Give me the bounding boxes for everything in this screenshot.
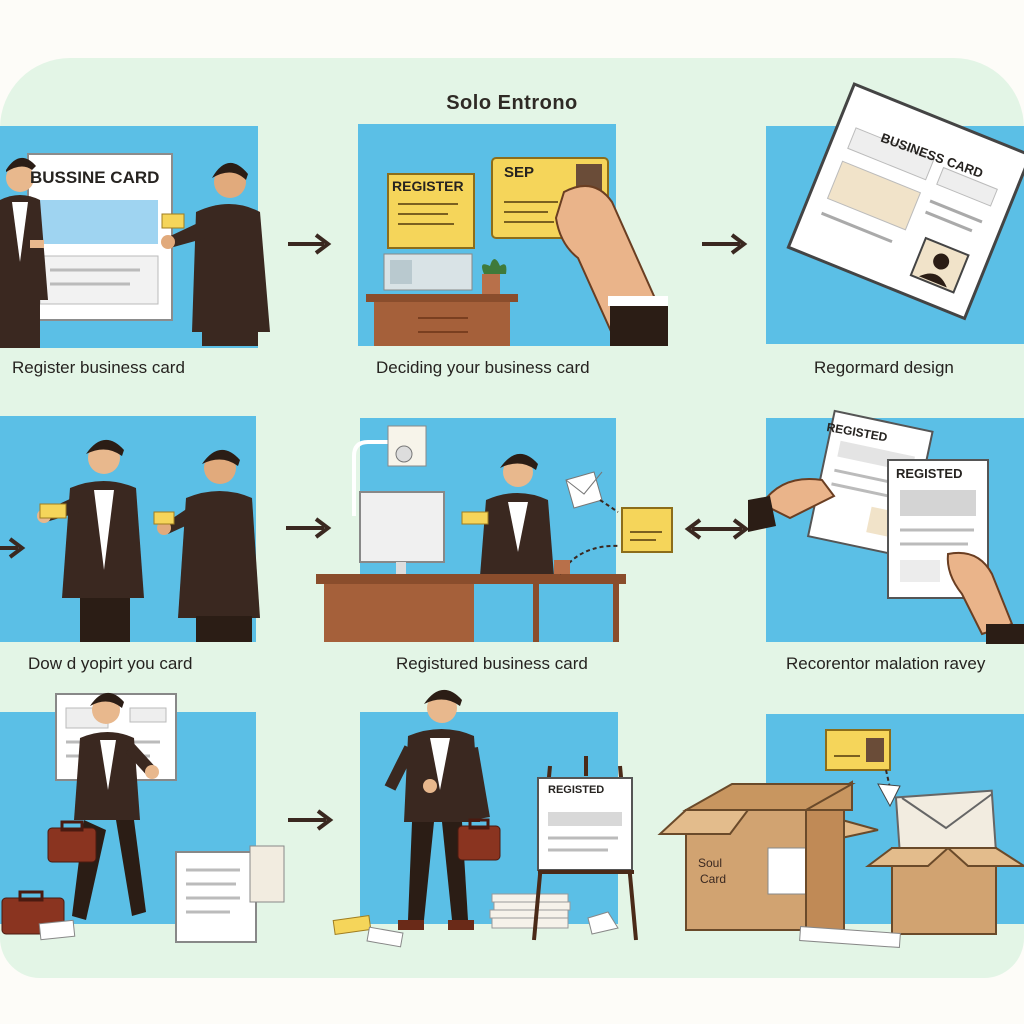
scene-deciding xyxy=(366,157,668,346)
register-card-text: REGISTER xyxy=(392,178,464,194)
box-label-2: Card xyxy=(700,872,727,886)
desk xyxy=(316,574,626,584)
registered-card xyxy=(621,507,673,553)
scene-exchange xyxy=(37,439,260,642)
register-card xyxy=(387,173,475,249)
diagram-title: Solo Entrono xyxy=(446,92,578,114)
scene-design xyxy=(786,82,1024,321)
board-text: BUSSINE CARD xyxy=(30,168,160,187)
envelope-icon xyxy=(565,471,603,509)
board-form xyxy=(39,255,159,305)
person-left-body xyxy=(0,195,48,300)
scene-delivery xyxy=(657,729,1024,949)
briefcase xyxy=(47,827,97,863)
registered-text-b: REGISTED xyxy=(896,466,963,481)
business-card xyxy=(39,503,67,519)
scene-present xyxy=(332,689,638,948)
business-card xyxy=(461,511,489,525)
desk xyxy=(366,294,518,302)
arrow-right-2 xyxy=(702,233,748,255)
arrow-right-4 xyxy=(288,809,334,831)
caption-registered: Registured business card xyxy=(396,654,588,673)
easel-sign-text: REGISTED xyxy=(548,784,605,796)
caption-register: Register business card xyxy=(12,358,185,377)
person-right-body xyxy=(178,491,260,618)
arrow-in-left xyxy=(0,537,26,559)
computer xyxy=(359,491,445,563)
caption-design: Regormard design xyxy=(814,358,954,377)
arrow-right-3 xyxy=(286,517,332,539)
briefcase xyxy=(457,825,501,861)
arrow-right-1 xyxy=(288,233,332,255)
caption-relation: Recorentor malation ravey xyxy=(786,654,986,673)
sep-card-text: SEP xyxy=(504,164,535,181)
business-card xyxy=(161,213,185,229)
scene-send xyxy=(1,692,285,943)
person-right-body xyxy=(192,204,270,332)
person-left-head xyxy=(6,164,34,192)
box-label-1: Soul xyxy=(698,856,723,870)
caption-download: Dow d yopirt you card xyxy=(28,654,193,673)
scene-register xyxy=(0,153,270,348)
business-card-document xyxy=(786,82,1024,321)
hand-left xyxy=(760,478,836,520)
board-panel xyxy=(40,200,158,244)
person-head xyxy=(92,696,120,724)
scene-office xyxy=(316,425,626,642)
scene-documents xyxy=(748,409,1024,644)
caption-deciding: Deciding your business card xyxy=(376,358,590,377)
arrow-double xyxy=(684,518,750,540)
